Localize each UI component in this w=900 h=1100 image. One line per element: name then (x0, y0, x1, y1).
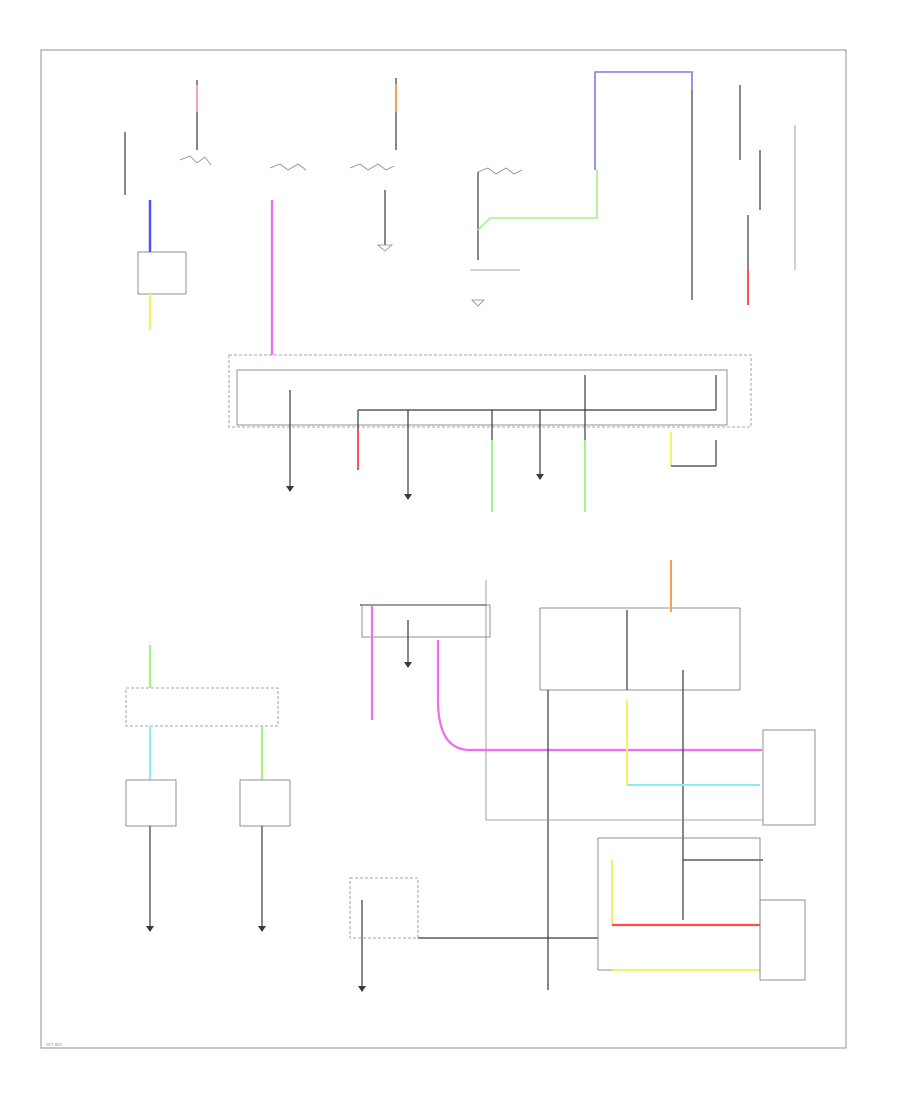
left-relay (124, 132, 187, 330)
fuse-source-3 (470, 167, 523, 307)
right-switch (486, 729, 816, 861)
right-relay-block (477, 71, 796, 305)
bottom-section (349, 837, 806, 992)
left-lower-section (125, 645, 291, 932)
middle-connector (360, 580, 762, 820)
main-ecu (228, 354, 752, 440)
center-relay-box (539, 560, 760, 990)
fuse-source-2 (269, 78, 397, 252)
fuse-source-1 (179, 80, 212, 166)
footer-code: W/T-800 (46, 1042, 62, 1047)
ecu-outputs (286, 430, 717, 512)
outer-frame (40, 49, 847, 1049)
